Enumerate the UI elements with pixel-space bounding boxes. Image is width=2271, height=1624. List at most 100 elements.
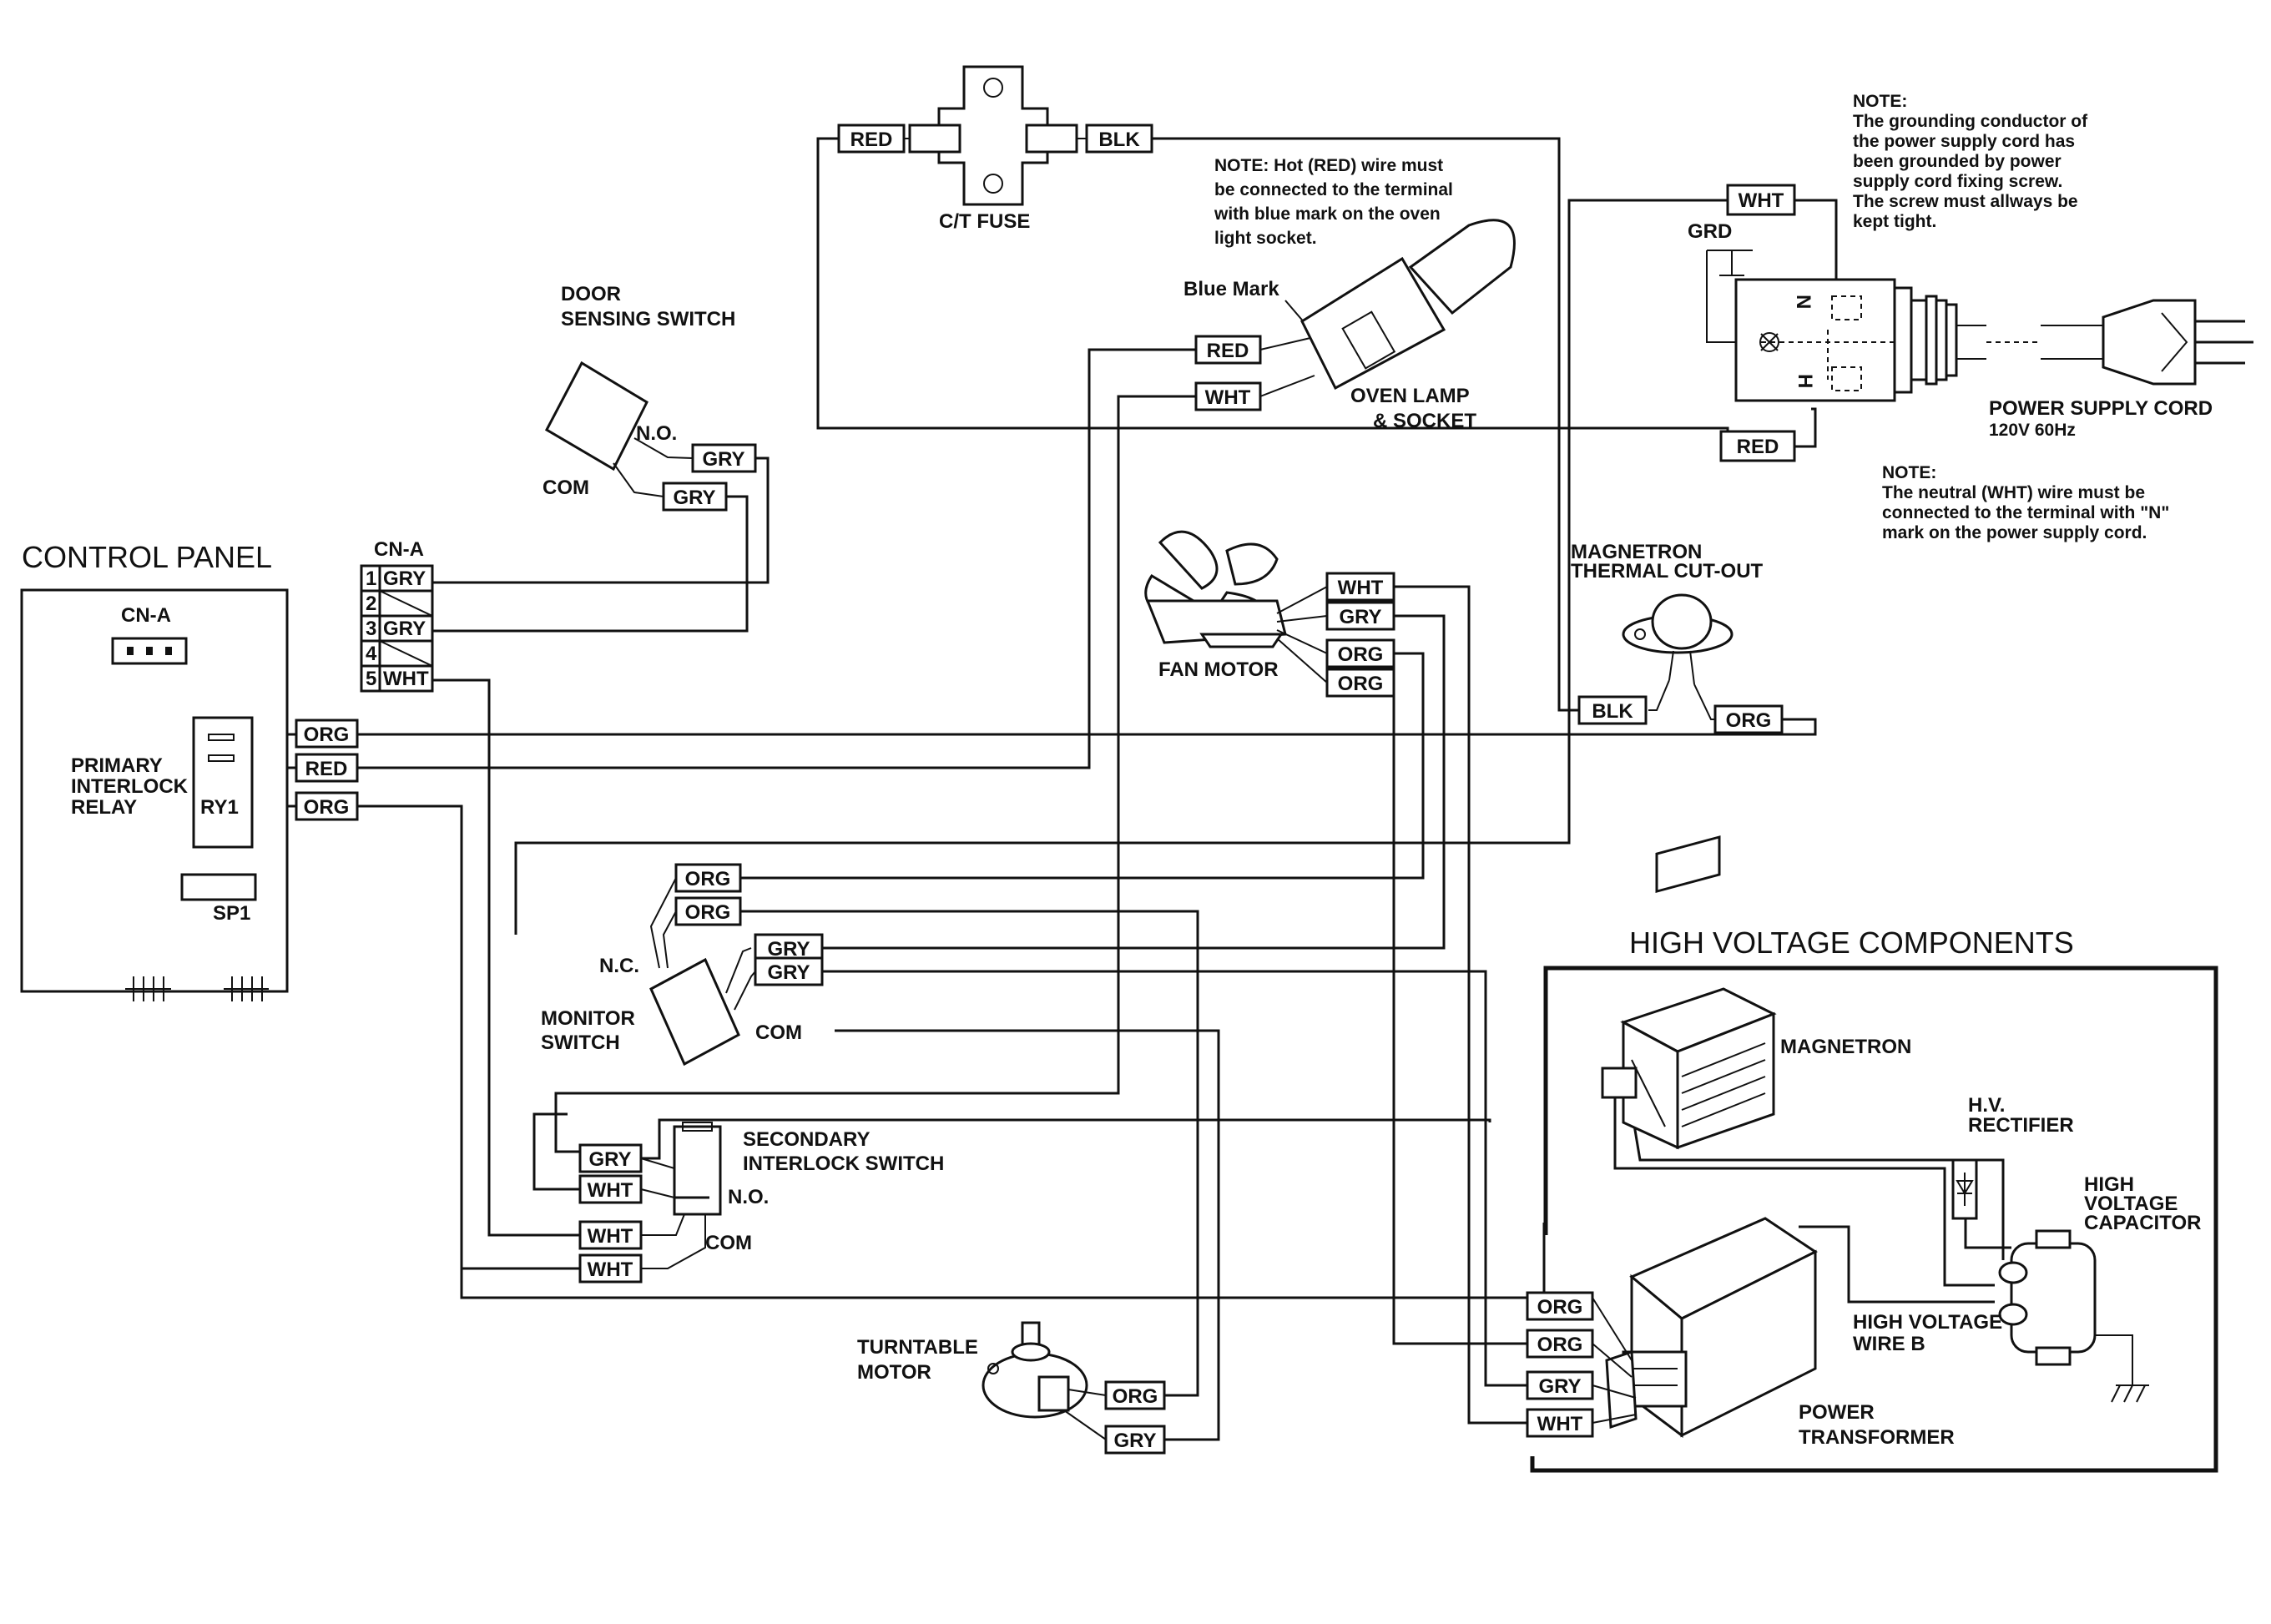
- ct-fuse-body: [937, 65, 1049, 206]
- svg-text:GRY: GRY: [702, 448, 744, 471]
- sp1-label: SP1: [213, 902, 250, 925]
- cn-a-pin-mark: [127, 647, 134, 655]
- svg-text:WHT: WHT: [588, 1179, 633, 1202]
- magnetron-label: MAGNETRON: [1780, 1036, 1911, 1058]
- svg-text:WHT: WHT: [588, 1258, 633, 1281]
- hv-enclosure: [1530, 966, 2218, 1473]
- secondary-switch-label: SECONDARY: [743, 1128, 870, 1151]
- hv-wire-label: WIRE B: [1853, 1333, 1925, 1355]
- fan-blade: [1225, 542, 1279, 586]
- svg-text:ORG: ORG: [685, 868, 731, 890]
- door-switch-com-label: COM: [543, 477, 589, 499]
- blue-mark-label: Blue Mark: [1183, 278, 1279, 300]
- note-line: The screw must allways be: [1853, 192, 2078, 211]
- wire-tag: ORG: [1526, 1329, 1594, 1359]
- fan-motor: FAN MOTOR: [1144, 530, 1328, 683]
- hv-rectifier-label: H.V.: [1968, 1094, 2005, 1117]
- wires: [244, 137, 2011, 1441]
- svg-text:GRY: GRY: [767, 961, 810, 984]
- door-switch-label: SENSING SWITCH: [561, 308, 735, 330]
- svg-text:WHT: WHT: [1338, 577, 1384, 599]
- svg-text:GRY: GRY: [1538, 1375, 1581, 1398]
- wire-tag: BLK: [1577, 695, 1648, 725]
- note-line: connected to the terminal with "N": [1882, 503, 2169, 522]
- svg-text:RED: RED: [1737, 436, 1779, 458]
- oven-lamp-label: OVEN LAMP: [1350, 385, 1470, 407]
- control-panel-title: CONTROL PANEL: [22, 540, 272, 574]
- cn-a-pin-wire: WHT: [383, 668, 429, 690]
- ry1-label: RY1: [200, 796, 239, 819]
- svg-text:GRY: GRY: [1113, 1430, 1156, 1452]
- cn-a-pin-wire: GRY: [383, 618, 426, 640]
- hv-wire-label: HIGH VOLTAGE: [1853, 1311, 2002, 1334]
- svg-text:GRY: GRY: [588, 1148, 631, 1171]
- svg-text:WHT: WHT: [1739, 189, 1784, 212]
- wire-tag: ORG: [1526, 1291, 1594, 1321]
- cn-a-pin-number: 2: [366, 593, 376, 615]
- wire-tag: GRY: [662, 482, 728, 512]
- hv-rectifier: H.V. RECTIFIER: [1951, 1094, 2074, 1220]
- board-edge-connectors: [125, 976, 269, 1001]
- secondary-switch-label: INTERLOCK SWITCH: [743, 1152, 944, 1175]
- monitor-switch: N.C. MONITOR SWITCH COM: [541, 877, 802, 1067]
- note-line: been grounded by power: [1853, 152, 2062, 171]
- wire-tag: ORG: [295, 791, 359, 821]
- wire-tag: WHT: [1726, 184, 1796, 216]
- cn-a-pin-wire: GRY: [383, 567, 426, 590]
- tco-label: THERMAL CUT-OUT: [1571, 560, 1764, 583]
- cn-a-pin: 1 GRY: [360, 564, 434, 593]
- oven-lamp-label: & SOCKET: [1373, 410, 1476, 432]
- plug-n-label: N: [1792, 295, 1814, 309]
- power-cord-rating: 120V 60Hz: [1989, 421, 2076, 440]
- note-line: NOTE: Hot (RED) wire must: [1214, 156, 1443, 175]
- hv-cap-label: VOLTAGE: [2084, 1193, 2178, 1215]
- primary-relay-label: PRIMARY: [71, 754, 163, 777]
- svg-text:ORG: ORG: [304, 724, 350, 746]
- svg-text:WHT: WHT: [588, 1225, 633, 1248]
- power-cord-label: POWER SUPPLY CORD: [1989, 397, 2213, 420]
- wire-tag: ORG: [1325, 638, 1395, 668]
- svg-text:ORG: ORG: [304, 796, 350, 819]
- hv-cap-label: HIGH: [2084, 1173, 2134, 1196]
- wire-tag: RED: [1719, 430, 1796, 462]
- svg-text:BLK: BLK: [1098, 129, 1140, 151]
- turntable-label: MOTOR: [857, 1361, 931, 1384]
- wire-tag: ORG: [674, 863, 742, 893]
- wire-tag: WHT: [1194, 381, 1262, 411]
- relay-contact: [208, 734, 235, 741]
- note-line: kept tight.: [1853, 212, 1936, 231]
- power-transformer: HIGH VOLTAGE WIRE B POWER TRANSFORMER: [1592, 835, 2002, 1449]
- wire-tag: RED: [1194, 335, 1262, 365]
- cn-a-pin-number: 4: [366, 643, 377, 665]
- monitor-switch-body: [649, 957, 740, 1067]
- note-line: mark on the power supply cord.: [1882, 523, 2147, 542]
- note-neutral: NOTE: The neutral (WHT) wire must be con…: [1882, 463, 2169, 542]
- turntable-motor: TURNTABLE MOTOR: [857, 1321, 1107, 1440]
- wire-tag: ORG: [674, 896, 742, 926]
- secondary-switch-body: [673, 1125, 722, 1216]
- svg-text:ORG: ORG: [1726, 709, 1772, 732]
- cn-a-pin-number: 1: [366, 567, 376, 590]
- cn-a-pin: 2: [360, 589, 434, 618]
- svg-text:ORG: ORG: [1113, 1385, 1158, 1408]
- note-grounding: NOTE: The grounding conductor of the pow…: [1853, 92, 2088, 231]
- relay-contact: [208, 754, 235, 762]
- secondary-no-label: N.O.: [728, 1186, 769, 1208]
- oven-lamp-socket: Blue Mark OVEN LAMP & SOCKET: [1183, 219, 1516, 432]
- wire-tag: ORG: [1104, 1380, 1166, 1410]
- cn-a-pin: 4: [360, 639, 434, 668]
- wire-tag: WHT: [1526, 1408, 1594, 1438]
- cn-a-board-label: CN-A: [121, 604, 171, 627]
- cord-plug: [2102, 299, 2197, 386]
- wire-tag: GRY: [578, 1143, 643, 1173]
- sp1-buzzer: [180, 873, 257, 901]
- turntable-label: TURNTABLE: [857, 1336, 978, 1359]
- primary-relay-label: RELAY: [71, 796, 137, 819]
- wire-tag: GRY: [1104, 1425, 1166, 1455]
- wire-tag: GRY: [1526, 1370, 1594, 1400]
- power-supply-cord: GRD N H POWER SUPPLY CORD 120V 60Hz: [1688, 220, 2253, 440]
